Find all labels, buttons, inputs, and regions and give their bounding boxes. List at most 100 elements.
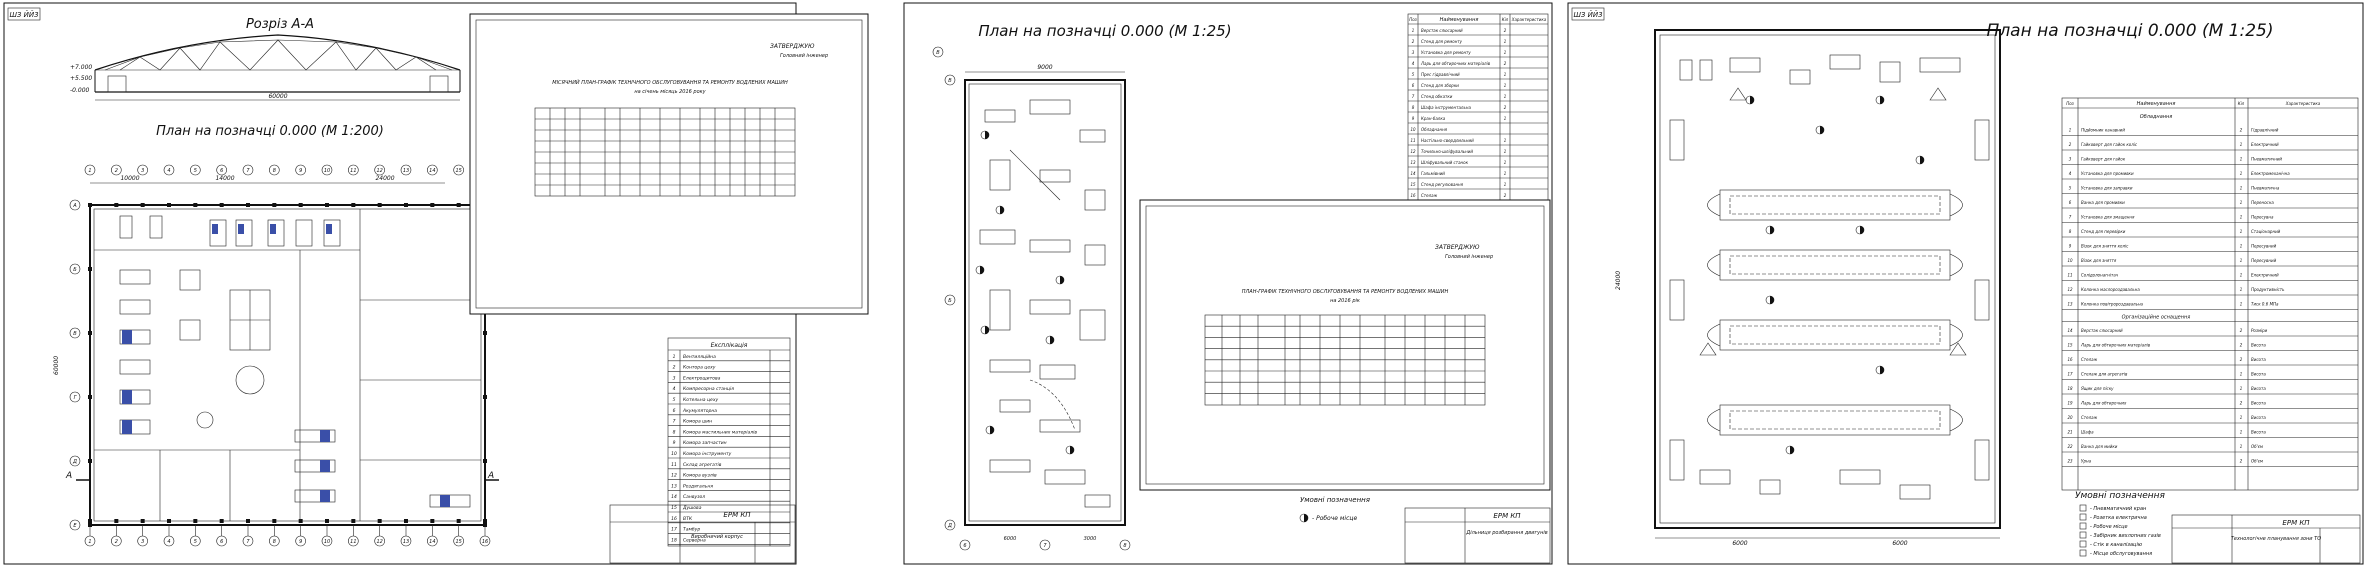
sheet4-title-block: ЕРМ КП Технологічне планування зони ТО bbox=[2171, 514, 2361, 564]
sheet-2: ЗАТВЕРДЖУЮ Головний інженер МІСЯЧНИЙ ПЛА… bbox=[469, 13, 869, 315]
grid-col-label-top: 6 bbox=[220, 168, 223, 174]
sheet4-code: ЕРМ КП bbox=[2282, 519, 2310, 527]
spec4-row-name: Ларь для обтирочних матеріалів bbox=[2080, 343, 2151, 348]
plan3-dim-top: 9000 bbox=[1037, 64, 1052, 71]
plan3-axis-col: 6 bbox=[963, 543, 966, 549]
plan1-dim-vert: 60000 bbox=[53, 356, 60, 375]
plan4-dim-b: 6000 bbox=[1892, 540, 1907, 547]
plan3-axis-row: Д bbox=[947, 523, 952, 529]
spec4-row-pos: 16 bbox=[2067, 357, 2073, 362]
spec4-row-pos: 15 bbox=[2067, 343, 2073, 348]
legend-title: Експлікація bbox=[711, 342, 748, 349]
spec4-row-name: Верстак слюсарний bbox=[2081, 328, 2123, 333]
spec3-row-qty: 1 bbox=[1504, 72, 1507, 77]
spec3-row-pos: 2 bbox=[1412, 39, 1415, 44]
spec4-row-name: Стелаж для агрегатів bbox=[2081, 372, 2128, 377]
grid-col-label: 16 bbox=[482, 539, 488, 545]
section-a-a: Розріз А-А +7.000 +5.500 -0.000 60000 bbox=[70, 17, 461, 101]
spec4-row-char: Пересувна bbox=[2251, 215, 2274, 220]
legend-row-name: Серверна bbox=[683, 537, 706, 543]
spec3-row-name: Шліфувальний станок bbox=[1421, 160, 1469, 165]
spec4-row-name: Ванна для промивки bbox=[2081, 200, 2125, 205]
spec3-row-pos: 14 bbox=[1410, 171, 1416, 176]
conv-item: - Розетка електрична bbox=[2090, 515, 2147, 521]
sheet1-tb-name: Виробничий корпус bbox=[691, 534, 743, 540]
spec4-row-name: Ванна для мийки bbox=[2081, 444, 2118, 449]
sheet-3: План на позначці 0.000 (М 1:25) 9000 В В… bbox=[903, 2, 1553, 565]
plan3-dim-b: 3000 bbox=[1084, 536, 1097, 542]
spec3-row-qty: 1 bbox=[1504, 149, 1507, 154]
spec4-row-name: Шафа bbox=[2081, 430, 2094, 435]
spec4-row-char: Переносна bbox=[2251, 200, 2274, 205]
legend-row-name: Тамбур bbox=[683, 527, 700, 533]
spec3-row-name: Кран-балка bbox=[1421, 116, 1446, 121]
sheet1-code: ЕРМ КП bbox=[723, 511, 751, 519]
legend-row-name: Душова bbox=[682, 505, 702, 511]
spec4-row-pos: 6 bbox=[2069, 200, 2072, 205]
grid-col-label-top: 14 bbox=[429, 168, 435, 174]
section-mark-1: +7.000 bbox=[70, 64, 92, 71]
spec3-row-qty: 2 bbox=[1504, 193, 1507, 198]
legend-row-name: ВТК bbox=[683, 516, 693, 522]
spec3-row-pos: 6 bbox=[1412, 83, 1415, 88]
spec4-row-qty: 1 bbox=[2240, 157, 2243, 162]
grid-col-label-top: 1 bbox=[88, 168, 91, 174]
spec3-row-qty: 1 bbox=[1504, 94, 1507, 99]
spec4-row-qty: 2 bbox=[2240, 128, 2243, 133]
spec3-row-qty: 1 bbox=[1504, 138, 1507, 143]
spec4-row-char: Пневматичний bbox=[2251, 157, 2282, 162]
spec4-row-qty: 1 bbox=[2240, 273, 2243, 278]
sheet3-approve: ЗАТВЕРДЖУЮ bbox=[1435, 244, 1480, 251]
legend-row-num: 6 bbox=[673, 408, 676, 414]
spec3-row-pos: 5 bbox=[1412, 72, 1415, 77]
spec3-row-qty: 1 bbox=[1504, 50, 1507, 55]
legend-row-num: 9 bbox=[673, 440, 676, 446]
spec4-row-pos: 3 bbox=[2069, 157, 2072, 162]
spec3-row-pos: 1 bbox=[1412, 28, 1415, 33]
spec4-head-qty: Кіл bbox=[2238, 101, 2245, 106]
legend-row-num: 1 bbox=[673, 354, 676, 360]
spec4-row-name: Ларь для обтирочних bbox=[2080, 401, 2127, 406]
plan4-dim-a: 6000 bbox=[1732, 540, 1747, 547]
cut-mark-left: А bbox=[65, 471, 72, 481]
spec3-row-qty: 2 bbox=[1504, 28, 1507, 33]
plan3-axis-top: В bbox=[936, 50, 940, 56]
sheet3-sched-heading: ПЛАН-ГРАФІК ТЕХНІЧНОГО ОБСЛУГОВУВАННЯ ТА… bbox=[1242, 289, 1449, 295]
grid-col-label-top: 12 bbox=[376, 168, 382, 174]
spec4-row-qty: 1 bbox=[2240, 415, 2243, 420]
sheet3-conventions: Умовні позначення - Робоче місце bbox=[1299, 496, 1370, 523]
sheet4-stamp: ШЗ ЙЙ3 bbox=[1573, 10, 1602, 19]
grid-row-label: Е bbox=[73, 523, 77, 529]
spec4-row-qty: 1 bbox=[2240, 229, 2243, 234]
spec3-head-pos: Поз bbox=[1409, 17, 1417, 22]
grid-col-label-top: 4 bbox=[167, 168, 170, 174]
spec4-row-qty: 1 bbox=[2240, 287, 2243, 292]
grid-col-label-top: 11 bbox=[350, 168, 356, 174]
spec4-row-name: Колонка повітророздавальна bbox=[2081, 302, 2144, 307]
spec4-row-char: Пересувний bbox=[2251, 244, 2277, 249]
sheet3-title-block: ЕРМ КП Дільниця розбирання двигунів bbox=[1404, 507, 1551, 564]
plan1-dim-a: 10000 bbox=[120, 175, 139, 182]
legend-row-num: 12 bbox=[671, 473, 677, 479]
conv-item: - Пневматичний кран bbox=[2090, 506, 2147, 512]
spec4-row-qty: 1 bbox=[2240, 430, 2243, 435]
grid-col-label: 15 bbox=[455, 539, 461, 545]
grid-col-label-top: 13 bbox=[403, 168, 409, 174]
spec4-row-char: Електричний bbox=[2251, 273, 2279, 278]
conv-item: - Місце обслуговування bbox=[2090, 551, 2152, 557]
legend-row-name: Вентиляційна bbox=[683, 354, 716, 360]
legend-row-name: Склад агрегатів bbox=[683, 462, 722, 468]
spec4-head-name: Найменування bbox=[2137, 101, 2176, 107]
spec3-row-name: Настільно-свердлильний bbox=[1421, 138, 1474, 143]
grid-col-label-top: 15 bbox=[455, 168, 461, 174]
legend-row-num: 10 bbox=[671, 451, 677, 457]
spec4-row-name: Урна bbox=[2081, 459, 2092, 464]
grid-col-label-top: 9 bbox=[299, 168, 302, 174]
spec3-row-pos: 12 bbox=[1410, 149, 1416, 154]
spec4-row-char: Гідравлічний bbox=[2251, 128, 2279, 133]
spec4-row-name: Гайковерт для гайок коліс bbox=[2081, 142, 2138, 147]
spec4-row-char: Висота bbox=[2251, 357, 2266, 362]
spec3-head-char: Характеристика bbox=[1511, 17, 1547, 22]
legend-row-num: 5 bbox=[673, 397, 676, 403]
